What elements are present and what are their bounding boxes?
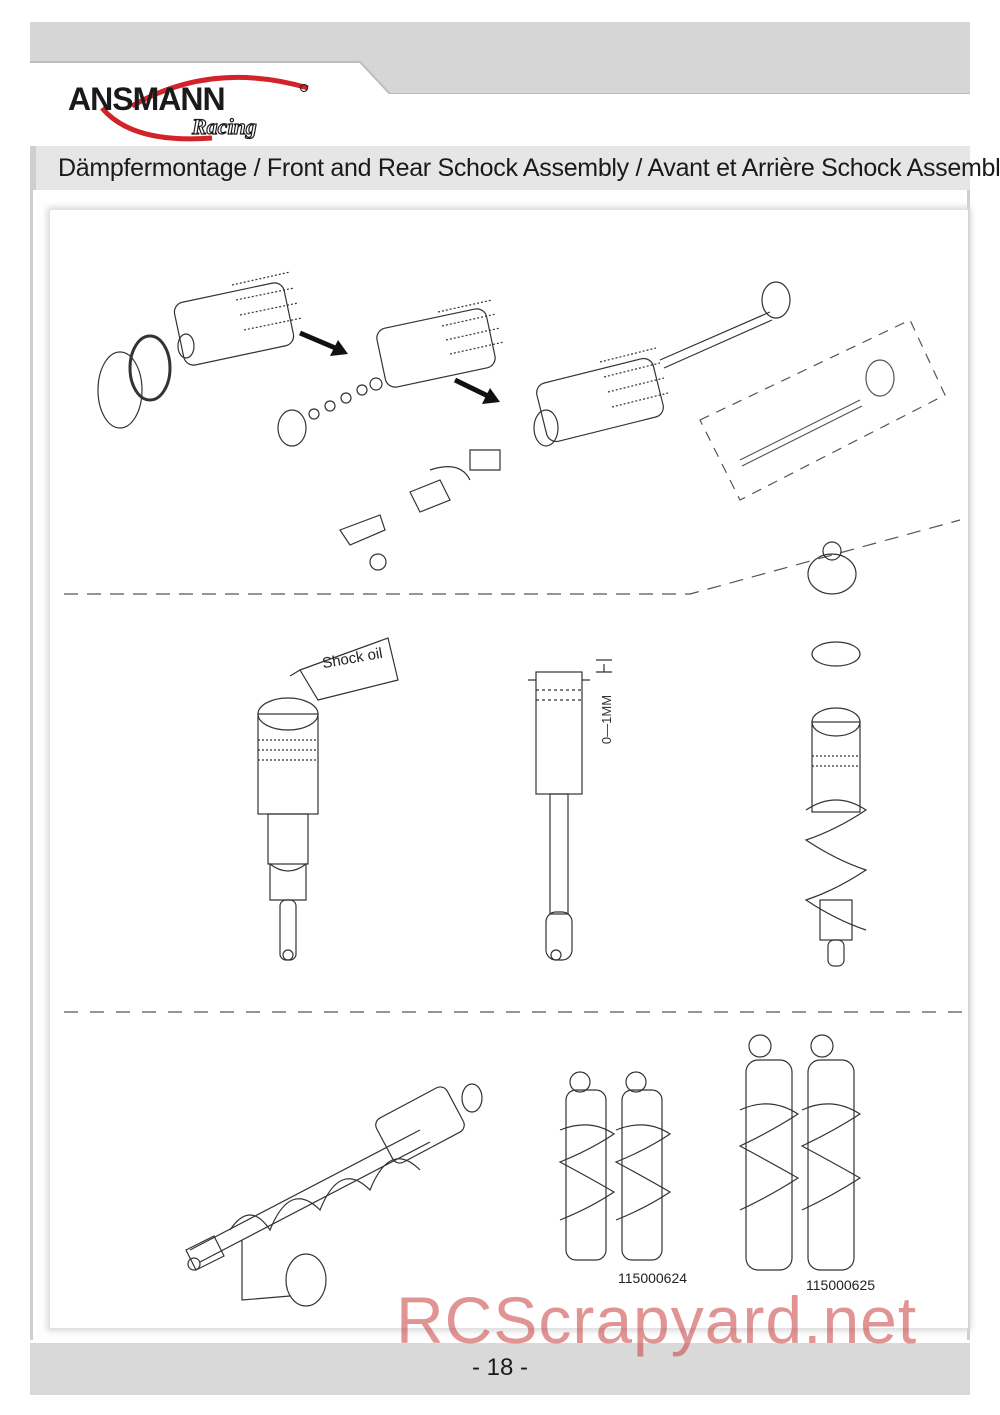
shock-body-step2 xyxy=(277,299,505,447)
shock-gap-check xyxy=(528,659,612,961)
page-frame xyxy=(30,190,970,1340)
page-number: - 18 - xyxy=(471,1354,528,1381)
arrow-1 xyxy=(299,330,341,353)
ansmann-racing-logo: ANSMANN Racing xyxy=(68,74,309,142)
section-divider-1 xyxy=(64,519,961,595)
header-band xyxy=(30,22,970,94)
shock-body-step3 xyxy=(339,281,791,571)
instruction-panel xyxy=(50,210,968,1328)
shock-pair-115000625 xyxy=(738,1034,862,1271)
shock-pair-115000624 xyxy=(558,1071,672,1261)
shock-assembled-with-spring xyxy=(804,541,868,967)
logo-sub-brand-text: Racing xyxy=(191,114,257,139)
gap-dimension-label: 0—1MM xyxy=(599,694,615,745)
arrow-2 xyxy=(453,377,494,401)
logo-brand-text: ANSMANN xyxy=(68,81,225,117)
page-title: Dämpfermontage / Front and Rear Schock A… xyxy=(58,154,1000,182)
shock-oil-fill xyxy=(257,637,399,961)
part-number-label-1: 115000624 xyxy=(618,1270,688,1286)
shock-final-assembly xyxy=(185,1083,483,1307)
shock-body-step1 xyxy=(97,271,303,429)
part-number-label-2: 115000625 xyxy=(806,1277,876,1293)
shock-shaft-detail xyxy=(699,319,946,501)
title-bar xyxy=(30,146,970,190)
footer-band xyxy=(30,1343,970,1395)
watermark: RCScrapyard.net xyxy=(396,1283,918,1357)
